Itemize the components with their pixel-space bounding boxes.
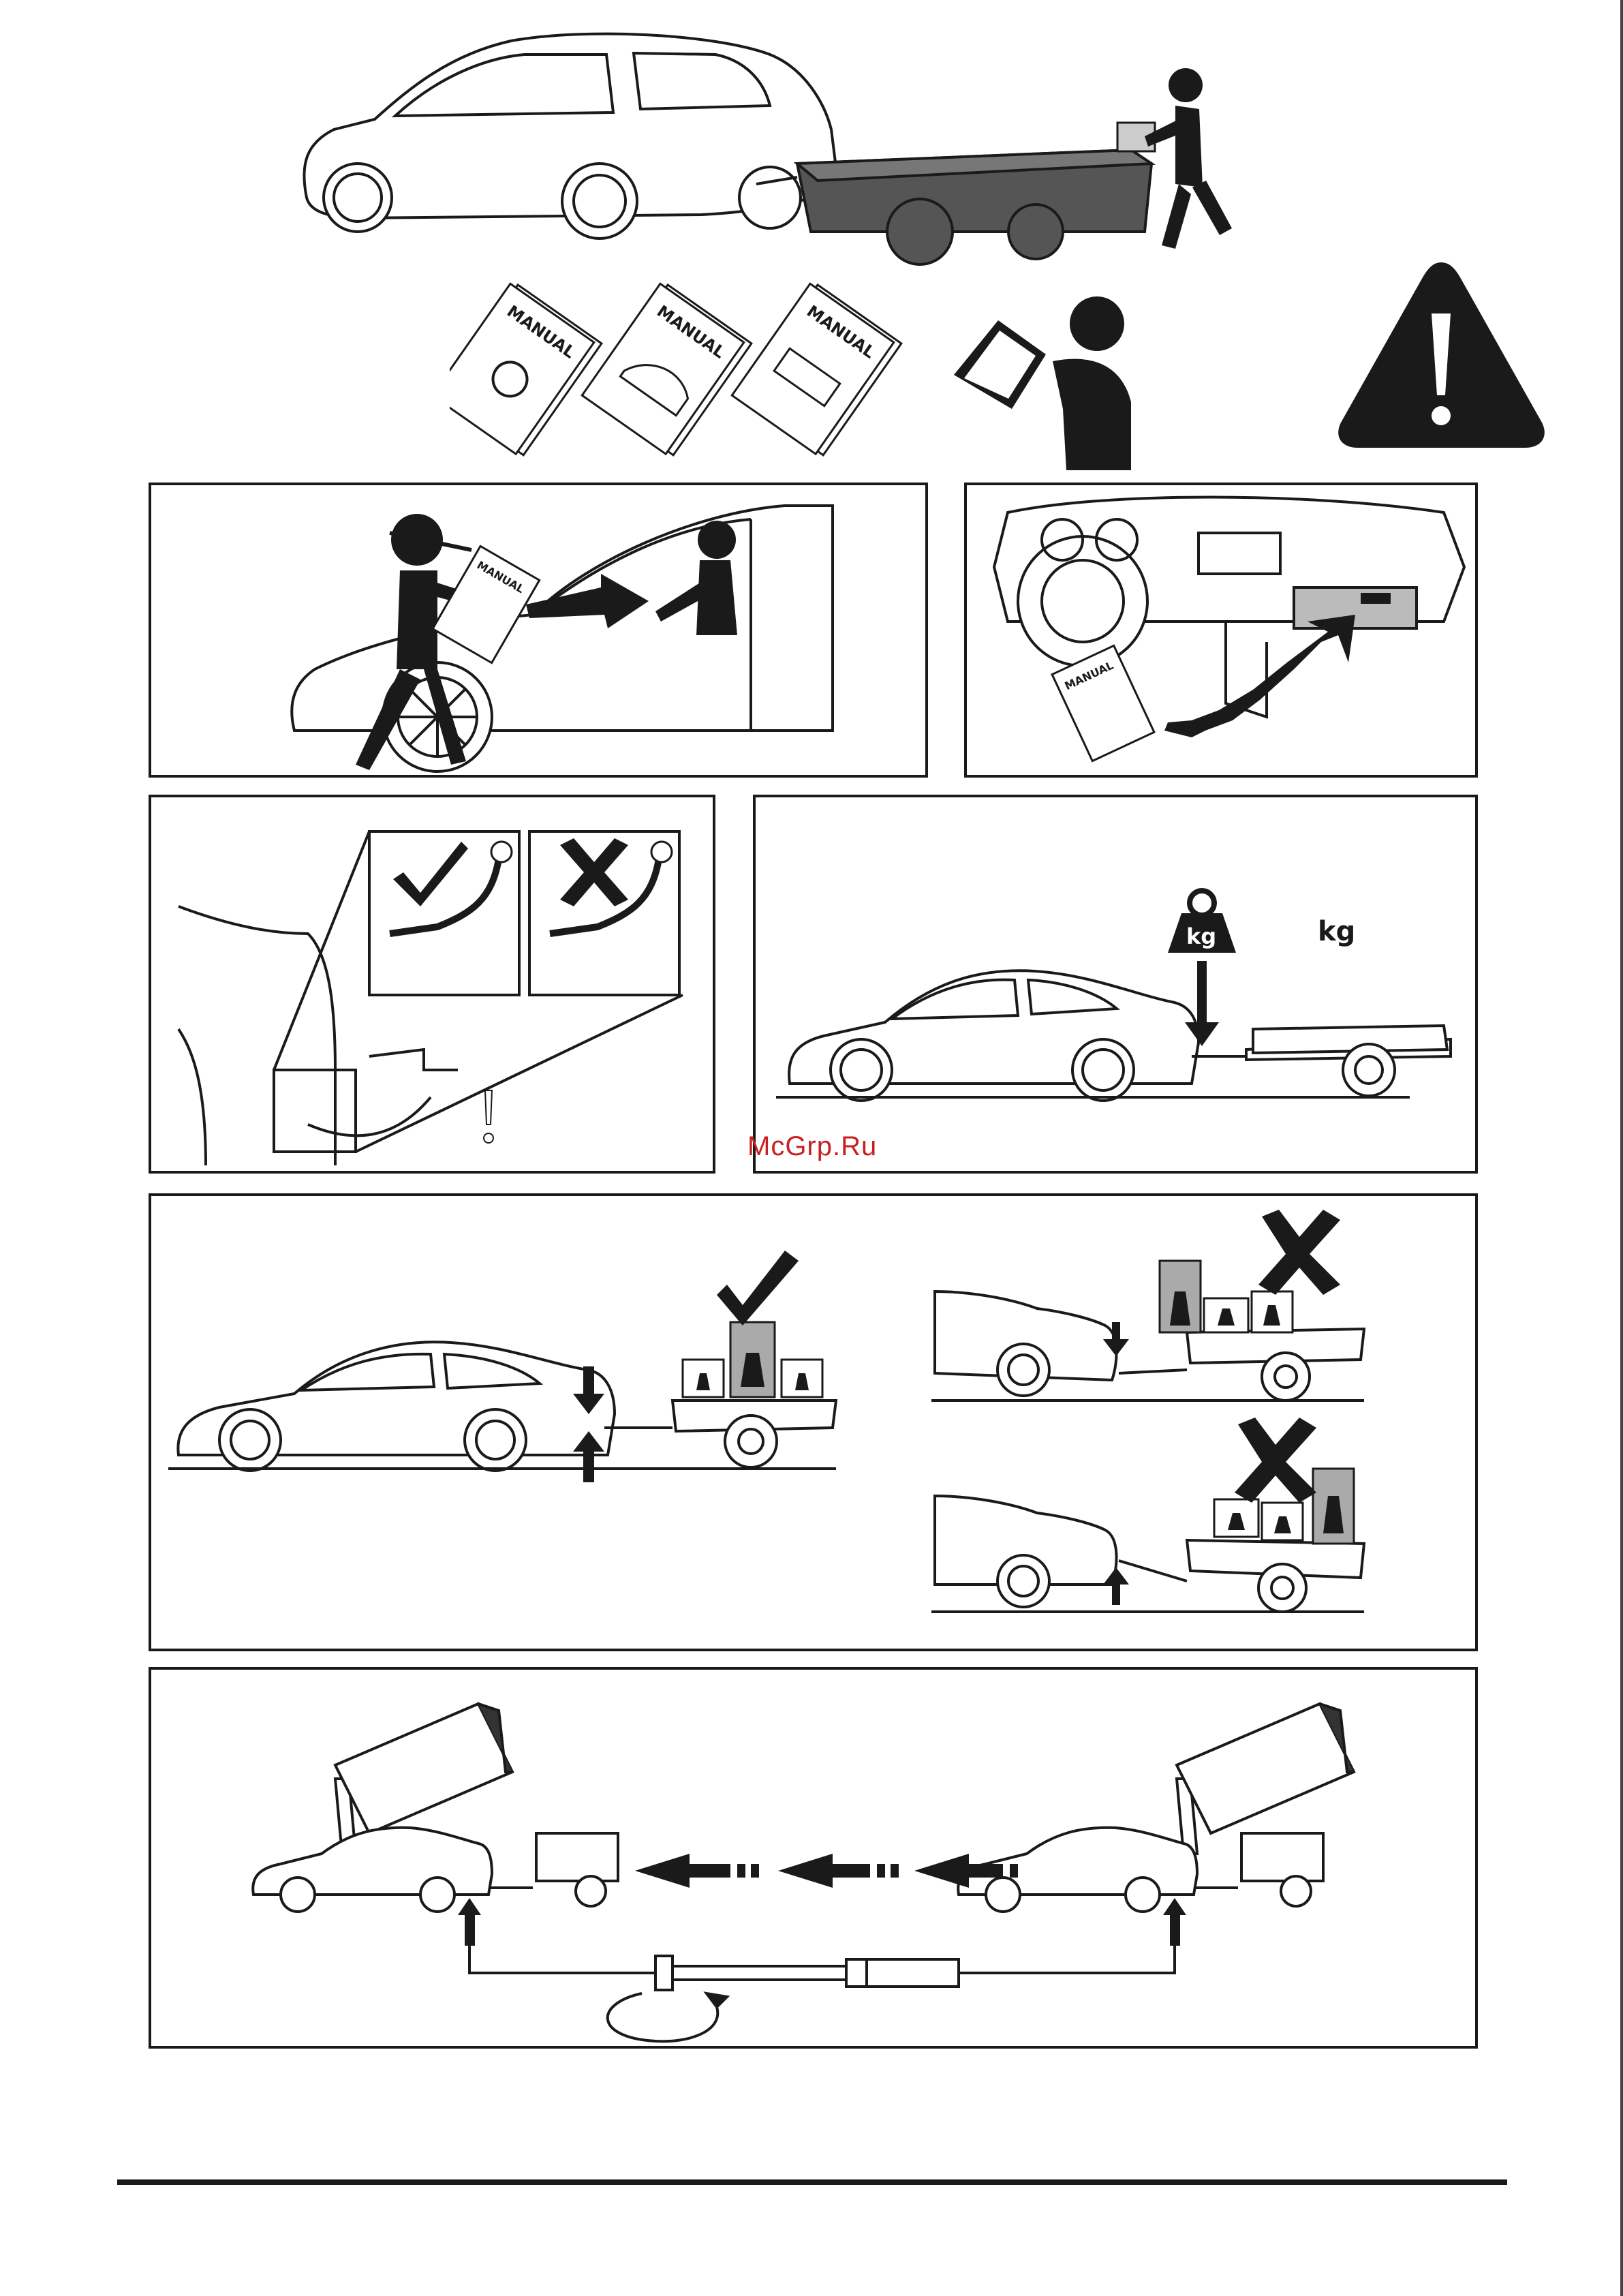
svg-text:kg: kg: [1318, 916, 1355, 947]
incorrect-load-rear-heavy: [931, 1291, 1364, 1400]
person-reading-manual-icon: [950, 293, 1141, 470]
panel-store-manual-glovebox: MANUAL: [964, 483, 1478, 778]
svg-text:kg: kg: [1186, 923, 1216, 949]
cross-icon: [1235, 1418, 1316, 1503]
panel-load-distribution: [149, 1193, 1478, 1651]
manuals-row: MANUAL MANUAL MANUAL: [450, 279, 913, 463]
page-edge: [1620, 0, 1623, 2296]
checkmark-icon: [717, 1251, 799, 1326]
panel-nose-weight: kg kg: [753, 795, 1478, 1174]
panel-safety-cable: [149, 795, 715, 1174]
panel-torque-check: [149, 1667, 1478, 2049]
manual-booklet-1: MANUAL: [450, 281, 602, 458]
manual-booklet-2: MANUAL: [582, 281, 752, 458]
warning-triangle-icon: [1334, 256, 1549, 453]
weight-icon: kg: [1168, 891, 1236, 953]
panel-hand-over-manual: MANUAL: [149, 483, 928, 778]
watermark-text: McGrp.Ru: [747, 1131, 877, 1162]
footer-rule: [117, 2179, 1507, 2185]
cross-icon: [1258, 1210, 1340, 1295]
manual-booklet-3: MANUAL: [732, 281, 901, 458]
car-with-trailer-illustration: [293, 27, 1247, 286]
torque-wrench-icon: [608, 1956, 959, 2041]
